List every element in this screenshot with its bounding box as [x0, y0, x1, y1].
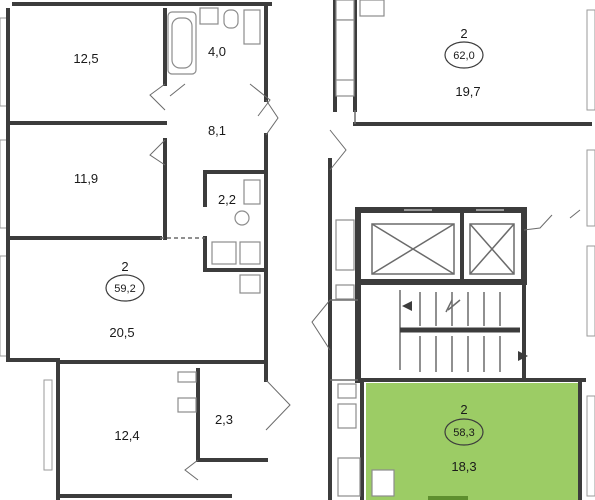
apartment-total-area: 59,2	[114, 283, 135, 295]
room-area-label: 20,5	[109, 325, 134, 340]
room-area-label: 19,7	[455, 84, 480, 99]
stair-arrow-down	[518, 351, 528, 361]
partitions	[160, 110, 520, 381]
room-area-label: 2,2	[218, 192, 236, 207]
fixtures	[167, 0, 395, 497]
room-area-label: 11,9	[74, 171, 98, 186]
room-area-label: 12,4	[114, 428, 139, 443]
apartment-entry-step	[428, 496, 468, 500]
windows-right-facade	[586, 9, 595, 497]
highlighted-apartment-fill[interactable]	[366, 383, 580, 500]
apartment-badge-top-right: 2 62,0	[444, 26, 484, 69]
room-area-label: 12,5	[73, 51, 98, 66]
room-area-label: 8,1	[208, 123, 226, 138]
door-swings	[149, 83, 581, 481]
stair-arrow-up	[402, 301, 412, 311]
apartment-badge-highlighted[interactable]: 2 58,3	[444, 402, 484, 446]
walls	[6, 0, 592, 500]
apartment-badge-left: 2 59,2	[105, 259, 145, 302]
apartment-total-area: 62,0	[453, 50, 474, 62]
apartment-rooms: 2	[460, 402, 467, 417]
room-area-label: 2,3	[215, 412, 233, 427]
apartment-total-area: 58,3	[453, 427, 474, 439]
apartment-rooms: 2	[460, 26, 467, 41]
room-area-label: 18,3	[451, 459, 476, 474]
windows-left-facade	[0, 17, 53, 471]
room-area-label: 4,0	[208, 44, 226, 59]
apartment-rooms: 2	[121, 259, 128, 274]
